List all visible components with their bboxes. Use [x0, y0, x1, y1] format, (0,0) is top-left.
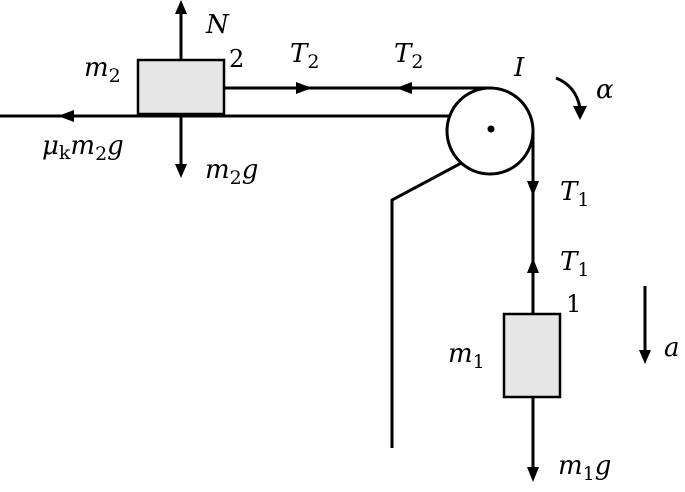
block-m1	[502, 312, 562, 399]
label-m1: m1	[448, 339, 485, 373]
normal-force-arrowhead	[175, 0, 187, 14]
tension2-right-arrowhead	[296, 82, 312, 94]
weight1-arrowhead	[527, 467, 539, 482]
tension1-up-arrowhead	[527, 258, 539, 273]
label-T1-upper: T1	[560, 177, 589, 211]
label-alpha: α	[596, 75, 614, 105]
label-m1g: m1g	[558, 451, 611, 485]
label-m2g: m2g	[205, 155, 258, 189]
label-I: I	[513, 53, 525, 83]
label-T2-left: T2	[394, 39, 423, 73]
tension1-down-arrowhead	[527, 181, 539, 196]
pulley-axle	[487, 125, 495, 133]
label-block1-number: 1	[566, 290, 581, 318]
tension2-left-arrowhead	[396, 82, 412, 94]
label-block2-number: 2	[229, 45, 244, 73]
friction-arrowhead	[58, 110, 74, 122]
label-N: N	[205, 10, 230, 40]
label-friction: μkm2g	[42, 131, 124, 165]
weight2-arrowhead	[175, 164, 187, 178]
acceleration-arrowhead	[639, 350, 651, 364]
label-a: a	[664, 333, 680, 363]
label-T2-right: T2	[290, 39, 319, 73]
block-m2	[136, 58, 226, 116]
label-m2: m2	[84, 53, 121, 87]
angular-accel-arrowhead	[573, 106, 587, 120]
label-T1-lower: T1	[560, 247, 589, 281]
angular-accel-arc	[555, 76, 582, 109]
